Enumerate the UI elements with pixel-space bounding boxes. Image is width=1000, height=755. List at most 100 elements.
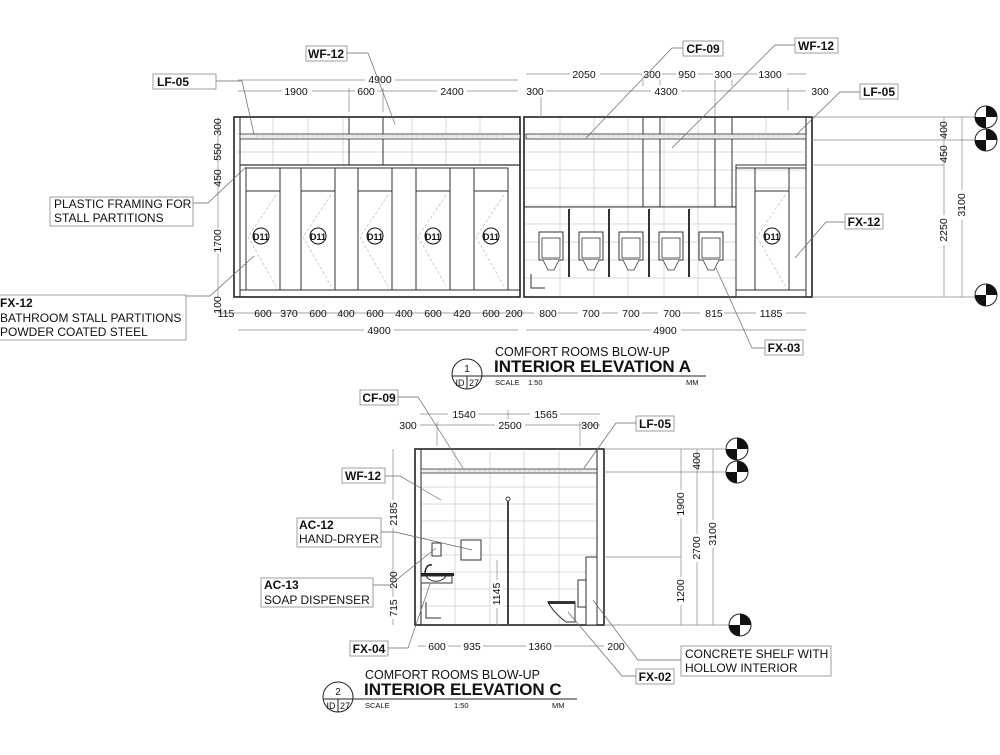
- svg-text:800: 800: [539, 308, 557, 320]
- svg-text:PLASTIC FRAMING FOR: PLASTIC FRAMING FOR: [54, 197, 192, 211]
- level-marker-icon: [725, 460, 749, 484]
- title-block-a: 1 ID 27 COMFORT ROOMS BLOW-UP INTERIOR E…: [451, 345, 706, 390]
- svg-text:200: 200: [607, 641, 625, 653]
- soap-dispenser: [431, 542, 442, 557]
- svg-text:ID: ID: [327, 701, 337, 711]
- svg-text:HAND-DRYER: HAND-DRYER: [299, 532, 379, 546]
- tag-fx02: FX-02: [635, 668, 675, 685]
- svg-text:300: 300: [714, 69, 732, 81]
- svg-text:D11: D11: [253, 232, 269, 242]
- svg-text:CF-09: CF-09: [686, 42, 720, 56]
- svg-text:420: 420: [453, 308, 471, 320]
- svg-text:4900: 4900: [367, 325, 391, 337]
- door-tag-group-a: D11 D11 D11 D11 D11 D11: [252, 227, 781, 245]
- svg-text:FX-02: FX-02: [639, 670, 672, 684]
- svg-text:550: 550: [212, 143, 224, 161]
- svg-text:ID: ID: [456, 378, 466, 388]
- svg-text:400: 400: [395, 308, 413, 320]
- svg-text:1540: 1540: [452, 409, 476, 421]
- tag-fx04: FX-04: [349, 640, 389, 657]
- svg-text:1:50: 1:50: [454, 701, 469, 710]
- svg-text:4300: 4300: [654, 86, 678, 98]
- svg-text:600: 600: [309, 308, 327, 320]
- stall-right: [735, 164, 807, 298]
- svg-text:700: 700: [663, 308, 681, 320]
- svg-text:MM: MM: [686, 378, 699, 387]
- svg-text:400: 400: [691, 452, 703, 470]
- svg-text:600: 600: [482, 308, 500, 320]
- svg-text:COMFORT ROOMS BLOW-UP: COMFORT ROOMS BLOW-UP: [495, 345, 670, 359]
- svg-text:400: 400: [938, 121, 950, 139]
- svg-text:3100: 3100: [956, 193, 968, 217]
- svg-text:300: 300: [526, 86, 544, 98]
- svg-text:600: 600: [357, 86, 375, 98]
- note-plastic-framing: PLASTIC FRAMING FOR STALL PARTITIONS: [49, 196, 194, 227]
- svg-text:D11: D11: [425, 232, 441, 242]
- svg-text:4900: 4900: [368, 74, 392, 86]
- svg-text:600: 600: [424, 308, 442, 320]
- svg-text:300: 300: [212, 118, 224, 136]
- tag-cf09-c: CF-09: [359, 389, 399, 406]
- door-tag: D11: [763, 227, 781, 245]
- door-tag: D11: [482, 227, 500, 245]
- level-marker-icon: [728, 613, 752, 637]
- svg-text:700: 700: [582, 308, 600, 320]
- svg-text:SCALE: SCALE: [495, 378, 520, 387]
- svg-text:1300: 1300: [758, 69, 782, 81]
- toilet: [547, 556, 598, 626]
- svg-text:2: 2: [335, 687, 341, 698]
- svg-text:3100: 3100: [707, 522, 719, 546]
- note-fx12-stall-partitions: FX-12 BATHROOM STALL PARTITIONS POWDER C…: [0, 294, 187, 341]
- svg-text:CONCRETE SHELF WITH: CONCRETE SHELF WITH: [685, 647, 828, 661]
- note-ac12-hand-dryer: AC-12 HAND-DRYER: [296, 517, 382, 548]
- svg-text:STALL PARTITIONS: STALL PARTITIONS: [54, 211, 164, 225]
- dimensions-bottom-c: 600 935 1360 200: [426, 640, 625, 653]
- tag-wf12-right: WF-12: [794, 37, 839, 54]
- svg-text:D11: D11: [310, 232, 326, 242]
- svg-text:LF-05: LF-05: [863, 85, 895, 99]
- level-marker-icon: [974, 128, 998, 152]
- svg-text:115: 115: [218, 308, 235, 320]
- svg-text:LF-05: LF-05: [157, 75, 189, 89]
- svg-text:1900: 1900: [675, 492, 687, 516]
- tag-lf05-left: LF-05: [152, 73, 217, 90]
- door-tag: D11: [424, 227, 442, 245]
- svg-text:2050: 2050: [572, 69, 596, 81]
- svg-text:100: 100: [212, 296, 224, 314]
- svg-text:LF-05: LF-05: [639, 417, 671, 431]
- svg-text:2250: 2250: [938, 218, 950, 242]
- level-marker-icon: [974, 105, 998, 129]
- svg-text:1700: 1700: [212, 229, 224, 253]
- level-marker-icon: [725, 437, 749, 461]
- tag-fx12-right: FX-12: [844, 213, 884, 230]
- note-ac13-soap-dispenser: AC-13 SOAP DISPENSER: [260, 577, 374, 608]
- light-fixture-right: [525, 133, 807, 140]
- svg-text:450: 450: [212, 169, 224, 187]
- tag-lf05-c: LF-05: [635, 415, 675, 432]
- svg-text:FX-12: FX-12: [848, 215, 881, 229]
- svg-text:600: 600: [366, 308, 384, 320]
- svg-text:815: 815: [705, 308, 723, 320]
- svg-text:2400: 2400: [440, 86, 464, 98]
- svg-text:715: 715: [388, 599, 400, 617]
- svg-text:CF-09: CF-09: [362, 391, 396, 405]
- door-tag: D11: [366, 227, 384, 245]
- svg-text:370: 370: [280, 308, 298, 320]
- dimensions-top-c: 1540 1565 300 2500 300: [399, 408, 599, 432]
- svg-text:300: 300: [811, 86, 829, 98]
- elevation-c-title: INTERIOR ELEVATION C: [364, 680, 562, 699]
- svg-text:4900: 4900: [653, 325, 677, 337]
- stall-doors-a: [245, 167, 790, 291]
- svg-text:BATHROOM STALL PARTITIONS: BATHROOM STALL PARTITIONS: [0, 311, 181, 325]
- dimensions-right-a: 400 450 2250 3100: [938, 121, 968, 245]
- elevation-c: 1540 1565 300 2500 300 2185 200 715 1145…: [260, 389, 832, 713]
- svg-text:1200: 1200: [675, 579, 687, 603]
- svg-text:1: 1: [464, 364, 470, 375]
- svg-text:1185: 1185: [760, 308, 783, 320]
- wall-outline-left: [233, 116, 521, 298]
- tag-lf05-right: LF-05: [859, 83, 899, 100]
- urinals: [530, 209, 724, 289]
- sink: [420, 564, 454, 584]
- svg-text:2700: 2700: [691, 536, 703, 560]
- svg-text:1360: 1360: [528, 641, 552, 653]
